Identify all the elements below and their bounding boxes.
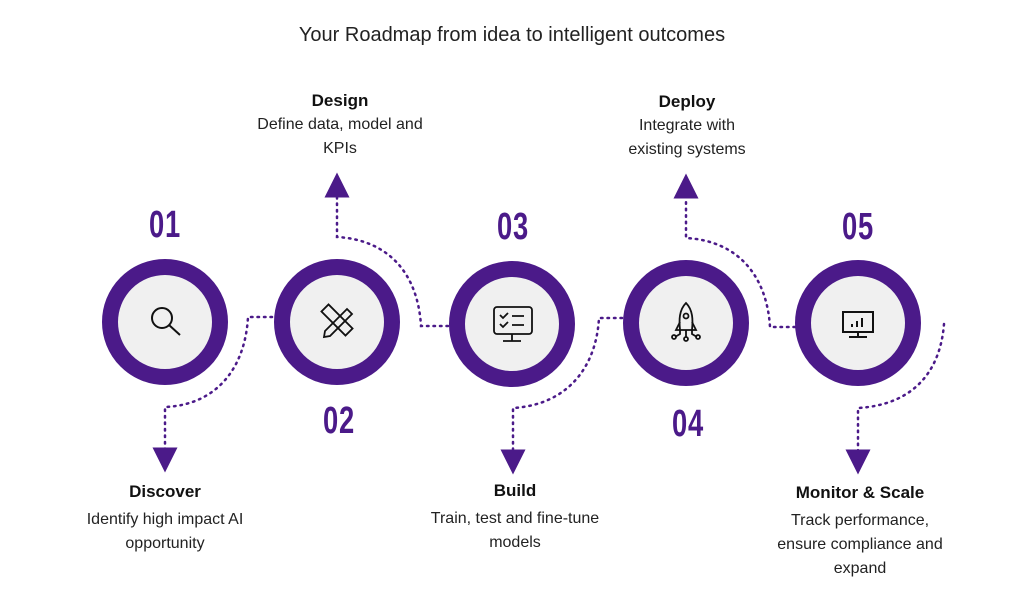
rocket-icon [671, 301, 701, 342]
step-number-02: 02 [323, 400, 355, 442]
diagram-title: Your Roadmap from idea to intelligent ou… [298, 24, 726, 46]
step-label: Monitor & Scale [795, 483, 925, 502]
monitor-chart-icon [842, 311, 874, 338]
step-label: Build [493, 481, 537, 500]
step-description: Define data, model and KPIs [257, 116, 423, 157]
step-description: Track performance, ensure compliance and… [777, 512, 943, 577]
connector-build [500, 316, 624, 475]
step-design: Design Define data, model and KPIs [240, 91, 440, 161]
step-discover: Discover Identify high impact AI opportu… [55, 482, 275, 556]
step-circle-02 [274, 259, 400, 385]
step-monitor-scale: Monitor & Scale Track performance, ensur… [750, 483, 970, 581]
connector-deploy [673, 173, 797, 329]
step-number-04: 04 [672, 403, 704, 445]
step-label: Deploy [658, 92, 716, 111]
step-circles [102, 259, 921, 387]
step-label: Design [311, 91, 369, 110]
pencil-ruler-icon [320, 303, 354, 339]
step-number-01: 01 [149, 204, 181, 246]
step-label: Discover [129, 482, 201, 501]
step-circle-01 [102, 259, 228, 385]
step-build: Build Train, test and fine-tune models [405, 481, 625, 555]
step-number-05: 05 [842, 206, 874, 248]
step-description: Identify high impact AI opportunity [86, 511, 244, 552]
step-deploy: Deploy Integrate with existing systems [587, 92, 787, 162]
connector-monitor [845, 322, 946, 475]
connector-discover [152, 315, 274, 473]
monitor-checklist-icon [493, 306, 533, 342]
step-number-03: 03 [497, 206, 529, 248]
step-description: Integrate with existing systems [628, 117, 746, 158]
step-circle-04 [623, 260, 749, 386]
step-circle-03 [449, 261, 575, 387]
step-description: Train, test and fine-tune models [430, 510, 600, 551]
search-icon [151, 307, 181, 336]
